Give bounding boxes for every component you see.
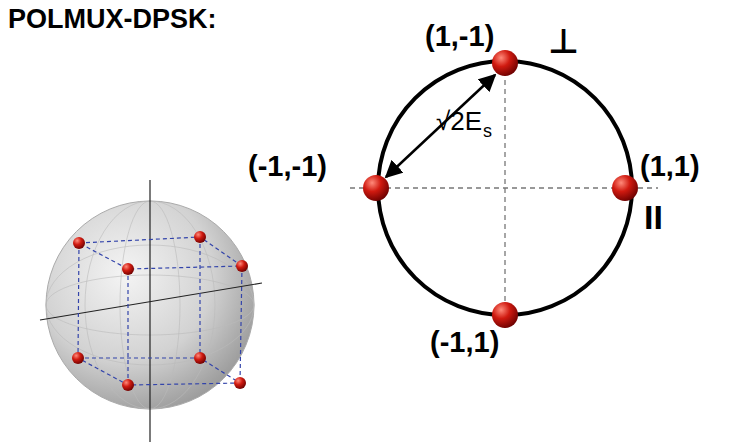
coordinate-label: (-1,-1) — [248, 152, 327, 181]
orthogonal-symbol: ⊥ — [548, 24, 579, 58]
parallel-symbol: II — [644, 200, 663, 234]
subscript: s — [483, 122, 492, 140]
coordinate-label: (1,-1) — [425, 22, 494, 51]
coordinate-label: (-1,1) — [430, 328, 499, 357]
title: POLMUX-DPSK: — [8, 6, 217, 33]
constellation — [350, 50, 658, 330]
distance-label: √2E — [436, 108, 482, 134]
poincare-sphere — [40, 180, 262, 442]
coordinate-label: (1,1) — [640, 152, 700, 181]
